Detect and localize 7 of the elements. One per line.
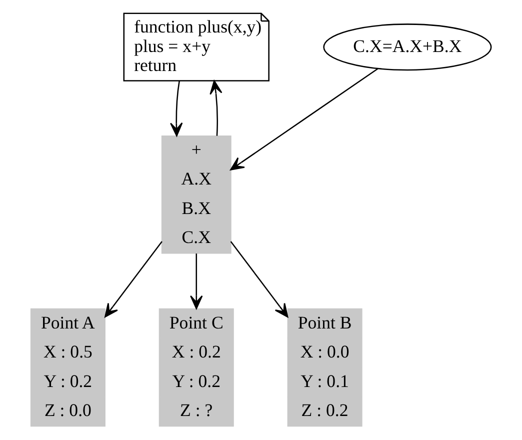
arrow [104, 241, 162, 318]
arrow [210, 80, 222, 136]
arrow [190, 254, 203, 310]
arrow [230, 68, 378, 170]
arrow [170, 80, 183, 136]
node-ellipse: C.X=A.X+B.X [323, 24, 492, 71]
arrow [230, 241, 288, 318]
